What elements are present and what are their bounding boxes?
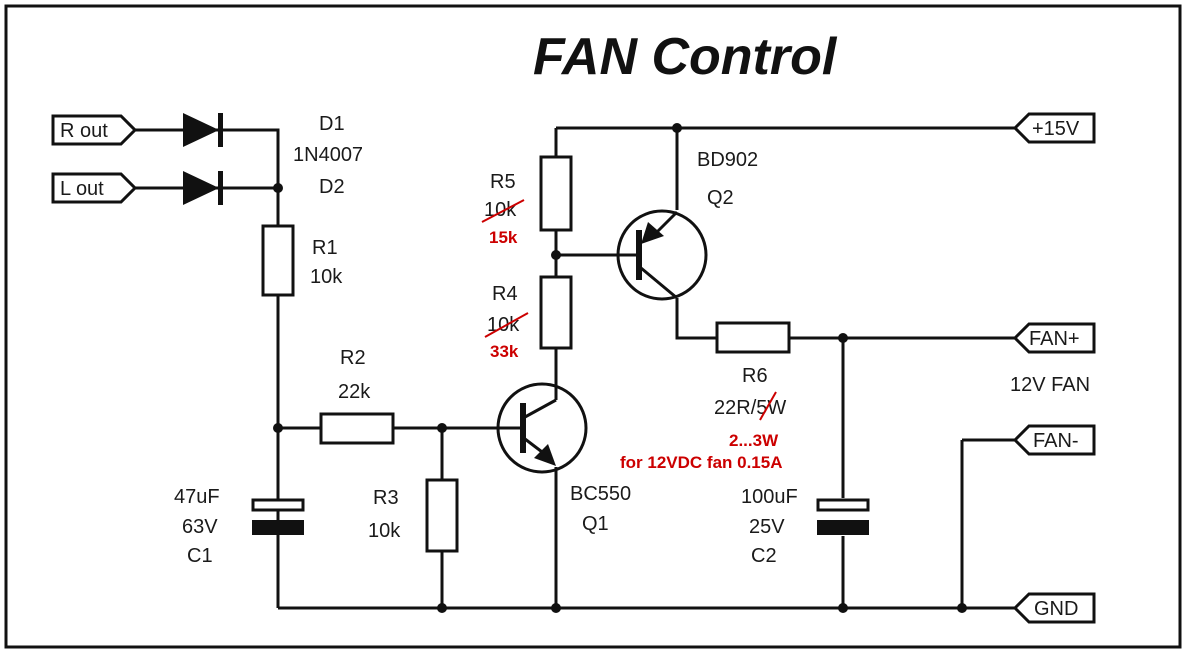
q1-type-label: BC550 [570,483,631,505]
resistor-r5 [539,155,573,232]
terminal-gnd: GND [1012,592,1096,624]
r6-new-power: 2...3W [729,431,779,450]
q2-type-label: BD902 [697,149,758,171]
q2-name-label: Q2 [707,187,734,209]
outer-frame [4,4,1182,649]
terminal-r-out: R out [51,114,138,146]
resistor-r6 [715,321,791,354]
wires [135,126,1015,610]
svg-text:R out: R out [60,120,108,142]
r5-strikeout [481,199,525,223]
r6-note: for 12VDC fan 0.15A [620,453,783,472]
svg-text:FAN+: FAN+ [1029,328,1080,350]
resistor-r2 [319,412,395,445]
r4-strikeout [484,312,529,338]
terminal-fan-minus: FAN- [1012,424,1096,456]
r3-value: 10k [368,520,401,542]
page-title: FAN Control [533,28,838,86]
r3-label: R3 [373,487,399,509]
resistor-r4 [539,275,573,350]
diode-d1 [183,113,223,147]
c1-value: 47uF [174,486,220,508]
svg-text:FAN-: FAN- [1033,430,1079,452]
c1-voltage: 63V [182,516,218,538]
r1-value: 10k [310,266,343,288]
svg-text:+15V: +15V [1032,118,1080,140]
q1-name-label: Q1 [582,513,609,535]
transistor-q1 [496,382,588,474]
c1-name: C1 [187,545,213,567]
load-label: 12V FAN [1010,374,1090,396]
junction-dots [273,123,967,613]
transistor-q2 [615,209,708,301]
resistor-r3 [425,478,459,553]
r4-new-value: 33k [490,342,519,361]
r5-label: R5 [490,171,516,193]
svg-text:L out: L out [60,178,104,200]
r6-strikeout [759,391,777,421]
terminal-plus-15v: +15V [1012,112,1096,144]
capacitor-c2 [816,498,870,535]
r6-value: 22R/5W [714,397,786,419]
r2-label: R2 [340,347,366,369]
r4-label: R4 [492,283,518,305]
terminal-l-out: L out [51,172,138,204]
r1-label: R1 [312,237,338,259]
r2-value: 22k [338,381,371,403]
resistor-r1 [261,224,295,297]
diode-d2 [183,171,223,205]
c2-name: C2 [751,545,777,567]
diode-part-label: 1N4007 [293,144,363,166]
r6-label: R6 [742,365,768,387]
c2-voltage: 25V [749,516,785,538]
d2-label: D2 [319,176,345,198]
svg-text:GND: GND [1034,598,1078,620]
d1-label: D1 [319,113,345,135]
capacitor-c1 [251,498,305,535]
terminal-fan-plus: FAN+ [1012,322,1096,354]
c2-value: 100uF [741,486,798,508]
r5-new-value: 15k [489,228,518,247]
